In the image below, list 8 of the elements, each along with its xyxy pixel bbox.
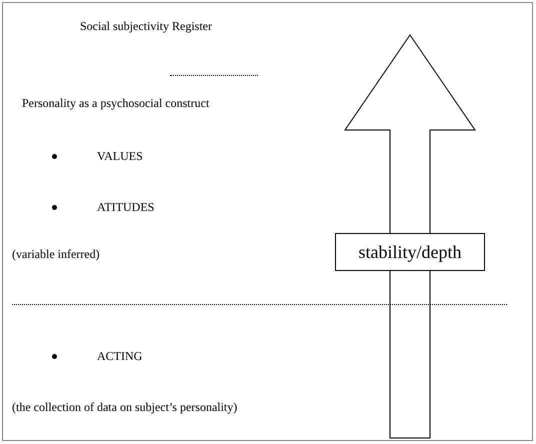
text-label: (variable inferred) bbox=[12, 247, 100, 261]
text-label: ACTING bbox=[97, 349, 142, 363]
text-label: Personality as a psychosocial construct bbox=[22, 96, 210, 110]
label-box: stability/depth bbox=[335, 233, 485, 271]
text-label: (the collection of data on subject’s personality) bbox=[12, 400, 238, 414]
text-label: ATITUDES bbox=[97, 200, 154, 214]
text-label: Social subjectivity Register bbox=[80, 19, 212, 33]
text-label: VALUES bbox=[97, 149, 143, 163]
